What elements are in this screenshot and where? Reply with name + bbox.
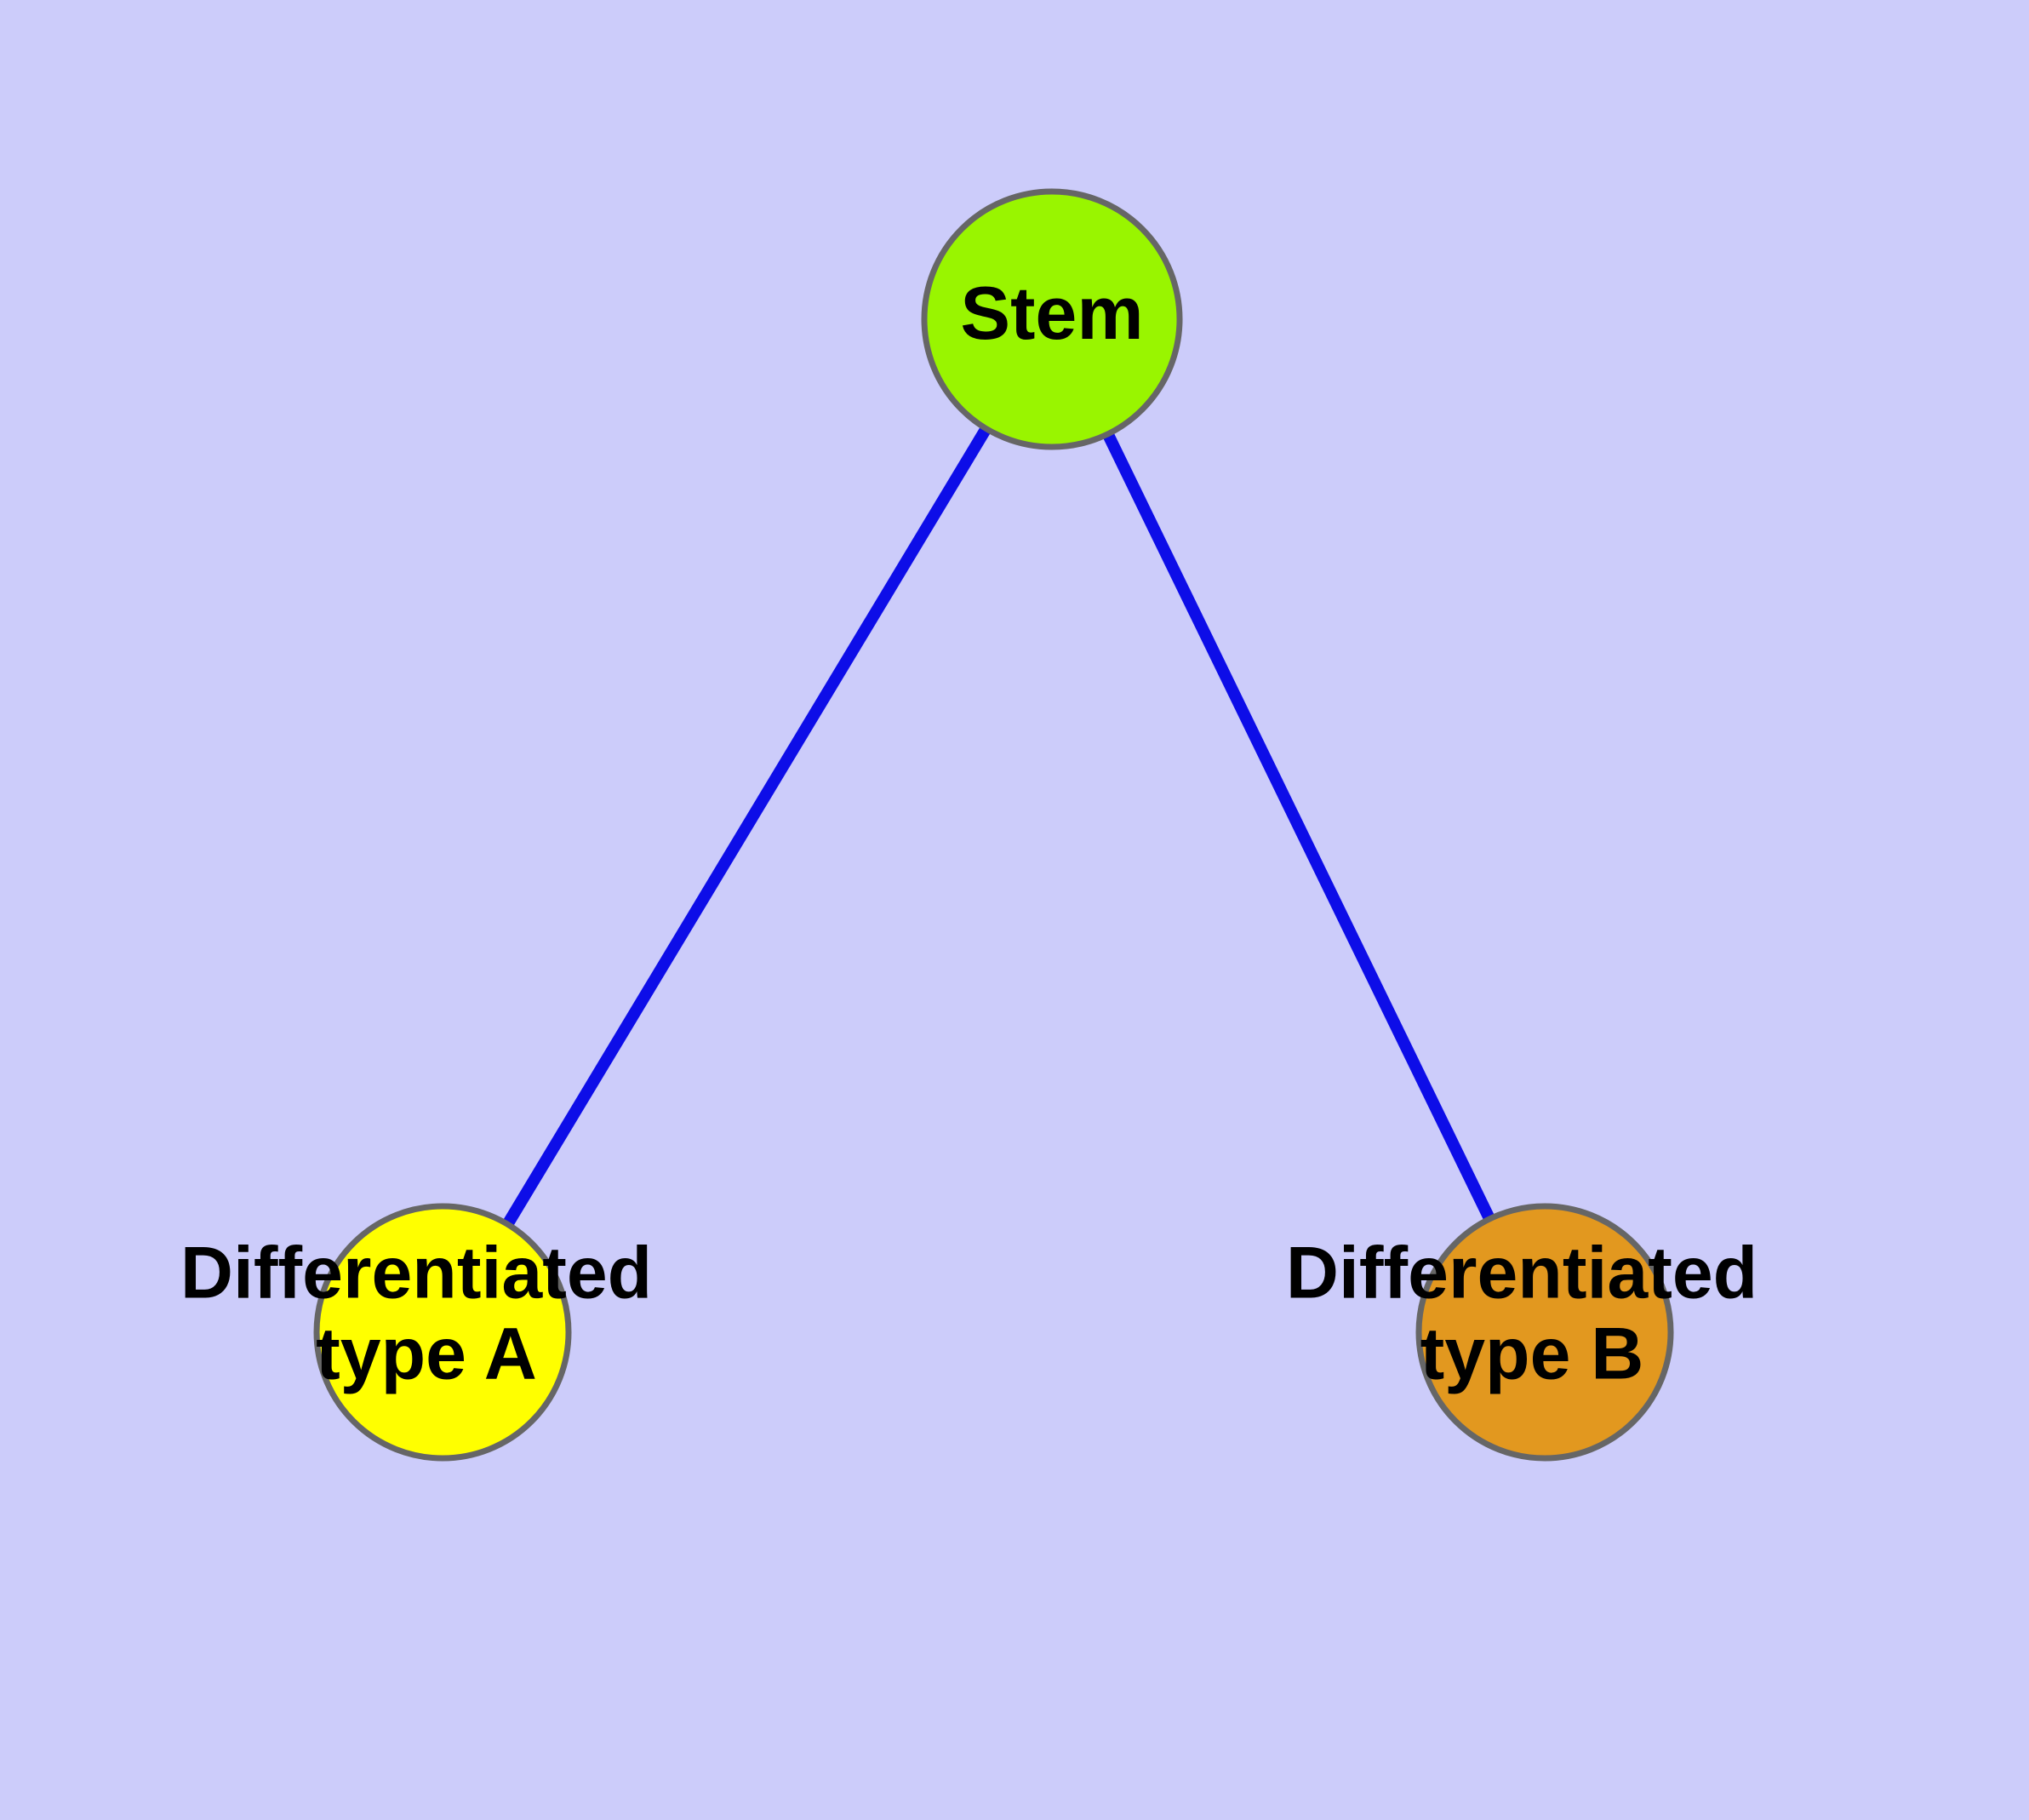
label-layer: Differentiated type A Differentiated typ…: [180, 1232, 1778, 1394]
edge-layer: [437, 316, 1551, 1336]
node-stem-label-line-1: Stem: [960, 271, 1143, 355]
node-diff-b-circle[interactable]: [1415, 1203, 1674, 1462]
node-diff-b-label: Differentiated type B: [1286, 1232, 1778, 1394]
node-diff-a-label-line-2: type A: [316, 1313, 537, 1394]
node-diff-b[interactable]: [1415, 1203, 1674, 1462]
node-stem-circle[interactable]: [921, 188, 1183, 450]
node-diff-b-label-line-1: Differentiated: [1286, 1232, 1758, 1313]
node-diff-a[interactable]: [313, 1203, 572, 1462]
node-layer: Stem: [313, 188, 1674, 1462]
node-diff-a-label: Differentiated type A: [180, 1232, 672, 1394]
node-stem[interactable]: Stem: [921, 188, 1183, 450]
edge-stem-to-diff-a[interactable]: [437, 316, 1057, 1336]
node-stem-label: Stem: [960, 271, 1143, 355]
node-diff-a-circle[interactable]: [313, 1203, 572, 1462]
node-diff-b-label-line-2: type B: [1420, 1313, 1644, 1394]
edge-stem-to-diff-b[interactable]: [1046, 316, 1551, 1336]
node-diff-a-label-line-1: Differentiated: [180, 1232, 652, 1313]
